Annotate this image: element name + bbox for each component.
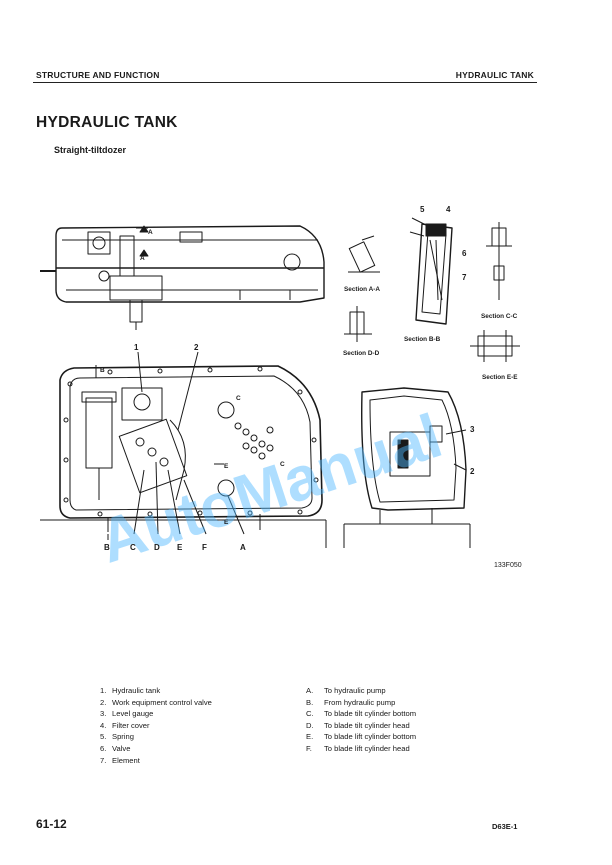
legend-port-item: D. To blade tilt cylinder head	[306, 720, 416, 732]
header-topic: HYDRAULIC TANK	[455, 70, 534, 80]
legend-part-item: 5. Spring	[100, 731, 212, 743]
legend-part-key: 4.	[100, 720, 107, 730]
model-code: D63E-1	[492, 822, 518, 831]
callout-b: B	[104, 543, 110, 552]
legend-part-key: 6.	[100, 743, 107, 753]
tank-top-view	[40, 225, 325, 330]
callout-7: 7	[462, 273, 467, 282]
callout-e: E	[177, 543, 183, 552]
label-section-bb: Section B-B	[404, 336, 441, 343]
callout-c: C	[130, 543, 136, 552]
legend-port-key: D.	[306, 720, 314, 730]
legend-port-key: F.	[306, 743, 312, 753]
legend-port-key: B.	[306, 697, 314, 707]
legend-part-item: 4. Filter cover	[100, 720, 212, 732]
legend-port-item: C. To blade tilt cylinder bottom	[306, 708, 416, 720]
legend-part-text: Work equipment control valve	[112, 697, 212, 707]
legend-port-text: To blade tilt cylinder head	[324, 720, 410, 730]
callout-b-top: B	[100, 367, 105, 374]
legend-part-key: 1.	[100, 686, 107, 695]
callout-1: 1	[134, 343, 139, 352]
legend-part-item: 2. Work equipment control valve	[100, 697, 212, 709]
legend-port-text: To blade tilt cylinder bottom	[324, 709, 417, 719]
label-section-ee: Section E-E	[482, 374, 518, 381]
page-number: 61-12	[36, 817, 67, 831]
legend-part-text: Spring	[112, 732, 134, 742]
callout-a-top: A	[148, 229, 153, 236]
legend-port-key: A.	[306, 686, 314, 695]
legend-part-key: 2.	[100, 697, 107, 707]
legend-parts-list: 1. Hydraulic tank 2. Work equipment control…	[100, 685, 212, 766]
section-ee-detail	[470, 330, 520, 362]
callout-6: 6	[462, 249, 467, 258]
legend-port-key: E.	[306, 732, 314, 742]
figure-number: 133F050	[494, 562, 522, 569]
legend-port-item: A. To hydraulic pump	[306, 685, 416, 697]
header-section-title: STRUCTURE AND FUNCTION	[36, 70, 160, 80]
legend-part-key: 5.	[100, 732, 107, 742]
legend-part-text: Level gauge	[112, 709, 154, 719]
legend-port-item: F. To blade lift cylinder head	[306, 743, 416, 755]
legend-port-text: From hydraulic pump	[324, 697, 396, 707]
callout-e-low: E	[224, 519, 229, 526]
tank-side-view	[343, 387, 471, 548]
legend-port-item: E. To blade lift cylinder bottom	[306, 731, 416, 743]
legend-port-text: To hydraulic pump	[324, 686, 386, 695]
callout-a-top-2: A	[140, 255, 145, 262]
legend-part-item: 1. Hydraulic tank	[100, 685, 212, 697]
callout-a: A	[240, 543, 246, 552]
legend-part-item: 3. Level gauge	[100, 708, 212, 720]
callout-c-right: C	[280, 461, 285, 468]
legend-part-key: 7.	[100, 755, 107, 765]
label-section-dd: Section D-D	[343, 350, 380, 357]
label-section-cc: Section C-C	[481, 313, 518, 320]
callout-4: 4	[446, 205, 451, 214]
callout-2-plan: 2	[194, 343, 199, 352]
legend-part-text: Hydraulic tank	[112, 686, 161, 695]
section-aa-detail	[348, 235, 380, 273]
callout-3: 3	[470, 425, 475, 434]
watermark-text: AutoManual	[91, 401, 450, 576]
legend-part-text: Element	[112, 755, 140, 765]
legend-port-item: B. From hydraulic pump	[306, 697, 416, 709]
legend-port-text: To blade lift cylinder head	[324, 743, 410, 753]
header-rule	[33, 82, 537, 83]
callout-5: 5	[420, 205, 425, 214]
legend-port-text: To blade lift cylinder bottom	[324, 732, 417, 742]
callout-c-mid: C	[236, 395, 241, 402]
section-bb-detail	[409, 217, 453, 325]
section-dd-detail	[344, 306, 372, 342]
callout-2-side: 2	[470, 467, 475, 476]
label-section-aa: Section A-A	[344, 286, 380, 293]
legend-part-text: Filter cover	[112, 720, 150, 730]
legend-port-key: C.	[306, 709, 314, 719]
section-cc-detail	[486, 222, 512, 300]
page-title: HYDRAULIC TANK	[36, 114, 178, 131]
callout-e-mid: E	[224, 463, 229, 470]
tank-plan-view	[40, 351, 327, 548]
legend-part-item: 6. Valve	[100, 743, 212, 755]
callout-f: F	[202, 543, 207, 552]
callout-d: D	[154, 543, 160, 552]
legend-part-item: 7. Element	[100, 755, 212, 767]
legend-part-text: Valve	[112, 743, 131, 753]
page-subtitle: Straight-tiltdozer	[54, 145, 126, 155]
legend-part-key: 3.	[100, 709, 107, 719]
